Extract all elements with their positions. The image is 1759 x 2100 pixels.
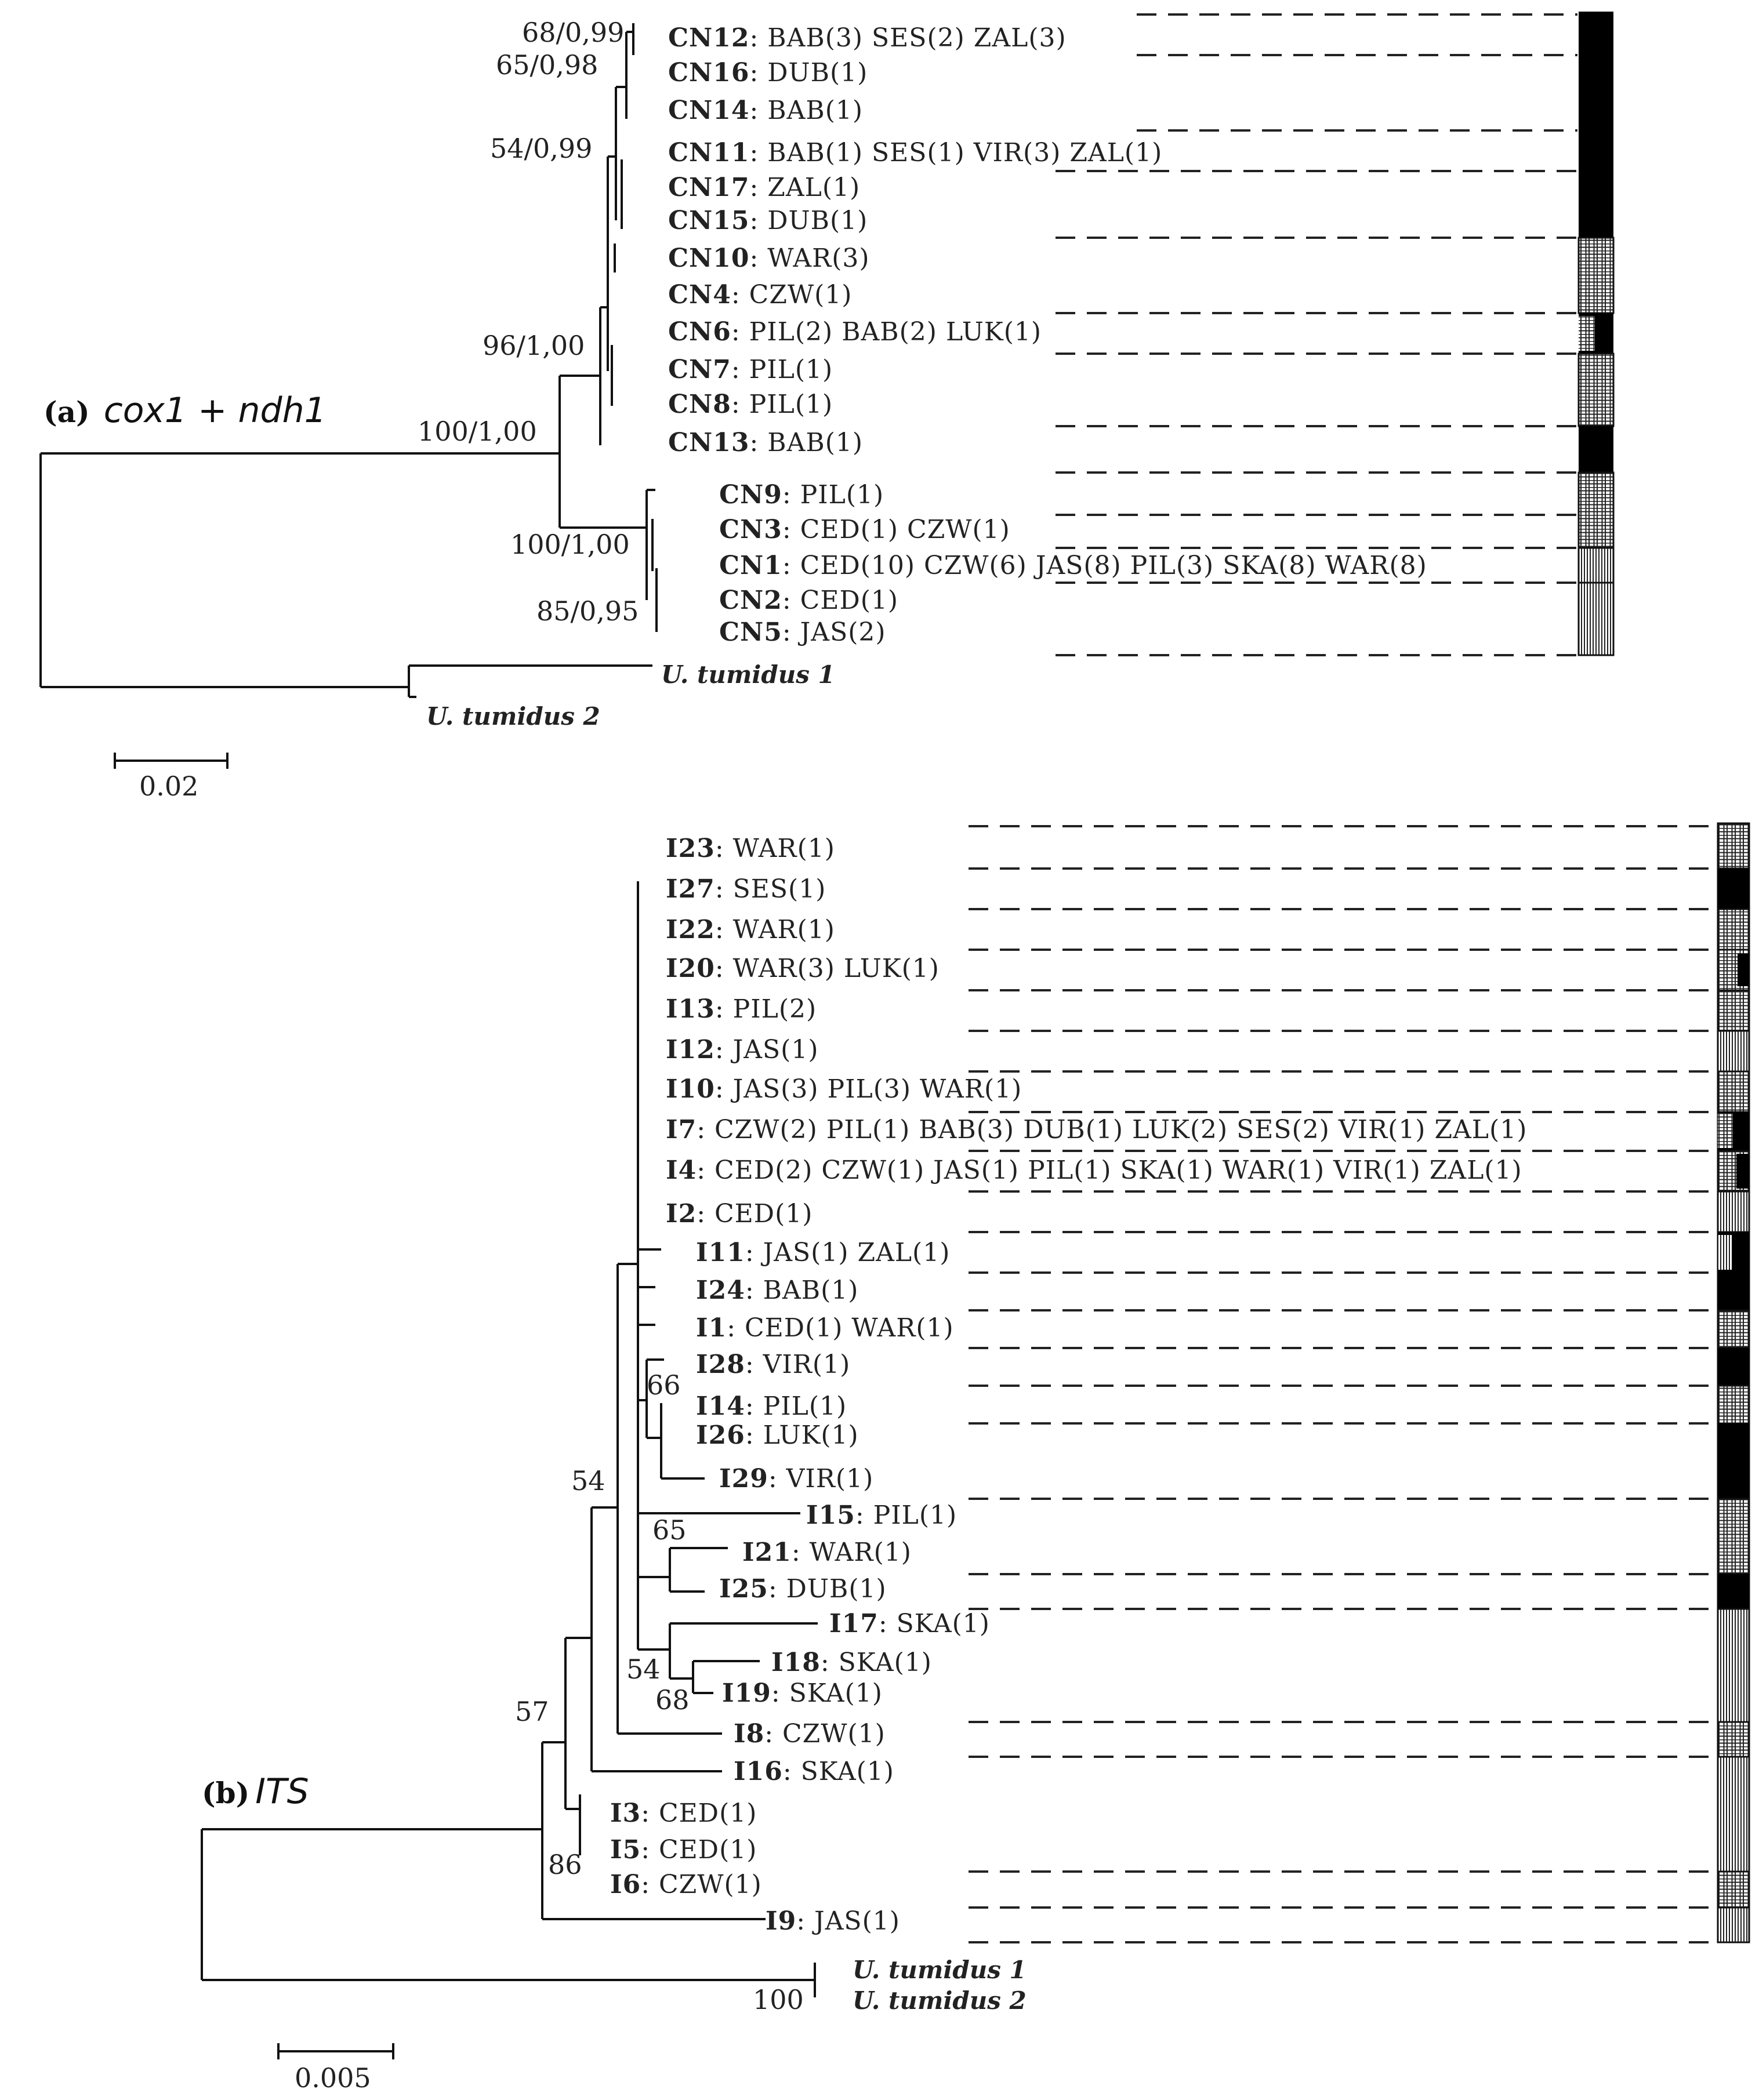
a-support: 100/1,00 [510,529,630,560]
panel-a-dashes [1056,13,1577,656]
haplotype-label: CN17: ZAL(1) [668,173,860,202]
haplotype-label: CN13: BAB(1) [668,428,863,457]
haplotype-label: I3: CED(1) [610,1799,757,1828]
panel-a-population-bar [1577,12,1615,656]
haplotype-label: CN6: PIL(2) BAB(2) LUK(1) [668,317,1042,347]
a-support: 100/1,00 [418,416,537,447]
panel-a-supports: 68/0,99 65/0,98 54/0,99 96/1,00 100/1,00… [418,17,639,627]
panel-a-scale-bar: 0.02 [114,753,229,802]
b-support: 57 [515,1696,549,1727]
haplotype-label: I11: JAS(1) ZAL(1) [696,1238,950,1267]
haplotype-label: I8: CZW(1) [734,1719,886,1749]
haplotype-label: I13: PIL(2) [666,994,817,1024]
haplotype-label: CN15: DUB(1) [668,206,868,235]
panel-b-supports: 66 65 54 68 54 57 86 100 [515,1369,804,2015]
b-support: 54 [571,1465,605,1496]
haplotype-label: I19: SKA(1) [722,1678,883,1708]
haplotype-label: I17: SKA(1) [829,1609,990,1638]
haplotype-label: I24: BAB(1) [696,1276,858,1305]
panel-b-tree [201,881,818,1997]
haplotype-label: CN4: CZW(1) [668,280,852,310]
haplotype-label: I1: CED(1) WAR(1) [696,1313,954,1343]
b-support: 65 [652,1514,687,1546]
panel-a-tree [39,23,658,698]
haplotype-label: CN2: CED(1) [719,586,898,615]
panel-b-scale-bar: 0.005 [277,2043,394,2094]
haplotype-label: I2: CED(1) [666,1199,813,1229]
haplotype-label: CN8: PIL(1) [668,390,833,419]
haplotype-label: I26: LUK(1) [696,1420,859,1450]
b-support: 100 [753,1984,804,2015]
haplotype-label: I22: WAR(1) [666,915,835,944]
b-support: 68 [655,1684,690,1716]
outgroup-label: U. tumidus 1 [853,1956,1027,1984]
panel-b-dashes [969,825,1717,1943]
panel-b-title: (b)ITS [202,1771,309,1812]
outgroup-label: U. tumidus 1 [661,660,835,689]
haplotype-label: I25: DUB(1) [719,1574,887,1604]
outgroup-label: U. tumidus 2 [426,702,600,731]
b-support: 86 [548,1849,582,1880]
haplotype-label: I4: CED(2) CZW(1) JAS(1) PIL(1) SKA(1) W… [666,1156,1522,1185]
haplotype-label: I21: WAR(1) [742,1538,912,1567]
haplotype-label: CN10: WAR(3) [668,244,870,273]
haplotype-label: I23: WAR(1) [666,834,835,863]
haplotype-label: CN1: CED(10) CZW(6) JAS(8) PIL(3) SKA(8)… [719,551,1427,580]
a-support: 54/0,99 [490,133,592,164]
haplotype-label: I12: JAS(1) [666,1035,819,1064]
haplotype-label: I20: WAR(3) LUK(1) [666,954,940,983]
haplotype-label: I5: CED(1) [610,1835,757,1865]
haplotype-label: CN16: DUB(1) [668,58,868,88]
haplotype-label: I28: VIR(1) [696,1350,850,1379]
a-support: 96/1,00 [483,330,585,361]
haplotype-label: I16: SKA(1) [734,1757,894,1786]
haplotype-label: I14: PIL(1) [696,1391,847,1421]
haplotype-label: CN11: BAB(1) SES(1) VIR(3) ZAL(1) [668,138,1162,168]
haplotype-label: I15: PIL(1) [806,1500,957,1530]
haplotype-label: CN9: PIL(1) [719,480,884,510]
b-support: 66 [647,1369,681,1401]
panel-b-labels: I23: WAR(1) I27: SES(1) I22: WAR(1) I20:… [610,834,1527,2015]
haplotype-label: CN7: PIL(1) [668,355,833,384]
panel-a-labels: CN12: BAB(3) SES(2) ZAL(3) CN16: DUB(1) … [426,23,1427,731]
a-support: 85/0,95 [536,595,639,627]
haplotype-label: CN3: CED(1) CZW(1) [719,515,1010,544]
scale-label: 0.005 [295,2062,371,2094]
b-support: 54 [626,1654,661,1685]
panel-a-title: (a)cox1 + ndh1 [43,390,327,431]
haplotype-label: CN12: BAB(3) SES(2) ZAL(3) [668,23,1067,53]
panel-b-population-bar [1717,822,1750,1943]
scale-label: 0.02 [139,771,198,802]
haplotype-label: CN14: BAB(1) [668,96,863,125]
haplotype-label: I27: SES(1) [666,874,826,904]
haplotype-label: I29: VIR(1) [719,1464,873,1494]
haplotype-label: I6: CZW(1) [610,1870,762,1899]
haplotype-label: I9: JAS(1) [766,1906,900,1936]
a-support: 65/0,98 [496,49,598,81]
haplotype-label: CN5: JAS(2) [719,617,886,647]
haplotype-label: I18: SKA(1) [771,1648,932,1677]
a-support: 68/0,99 [522,17,624,48]
haplotype-label: I7: CZW(2) PIL(1) BAB(3) DUB(1) LUK(2) S… [666,1115,1527,1145]
outgroup-label: U. tumidus 2 [853,1986,1027,2015]
haplotype-label: I10: JAS(3) PIL(3) WAR(1) [666,1074,1022,1104]
